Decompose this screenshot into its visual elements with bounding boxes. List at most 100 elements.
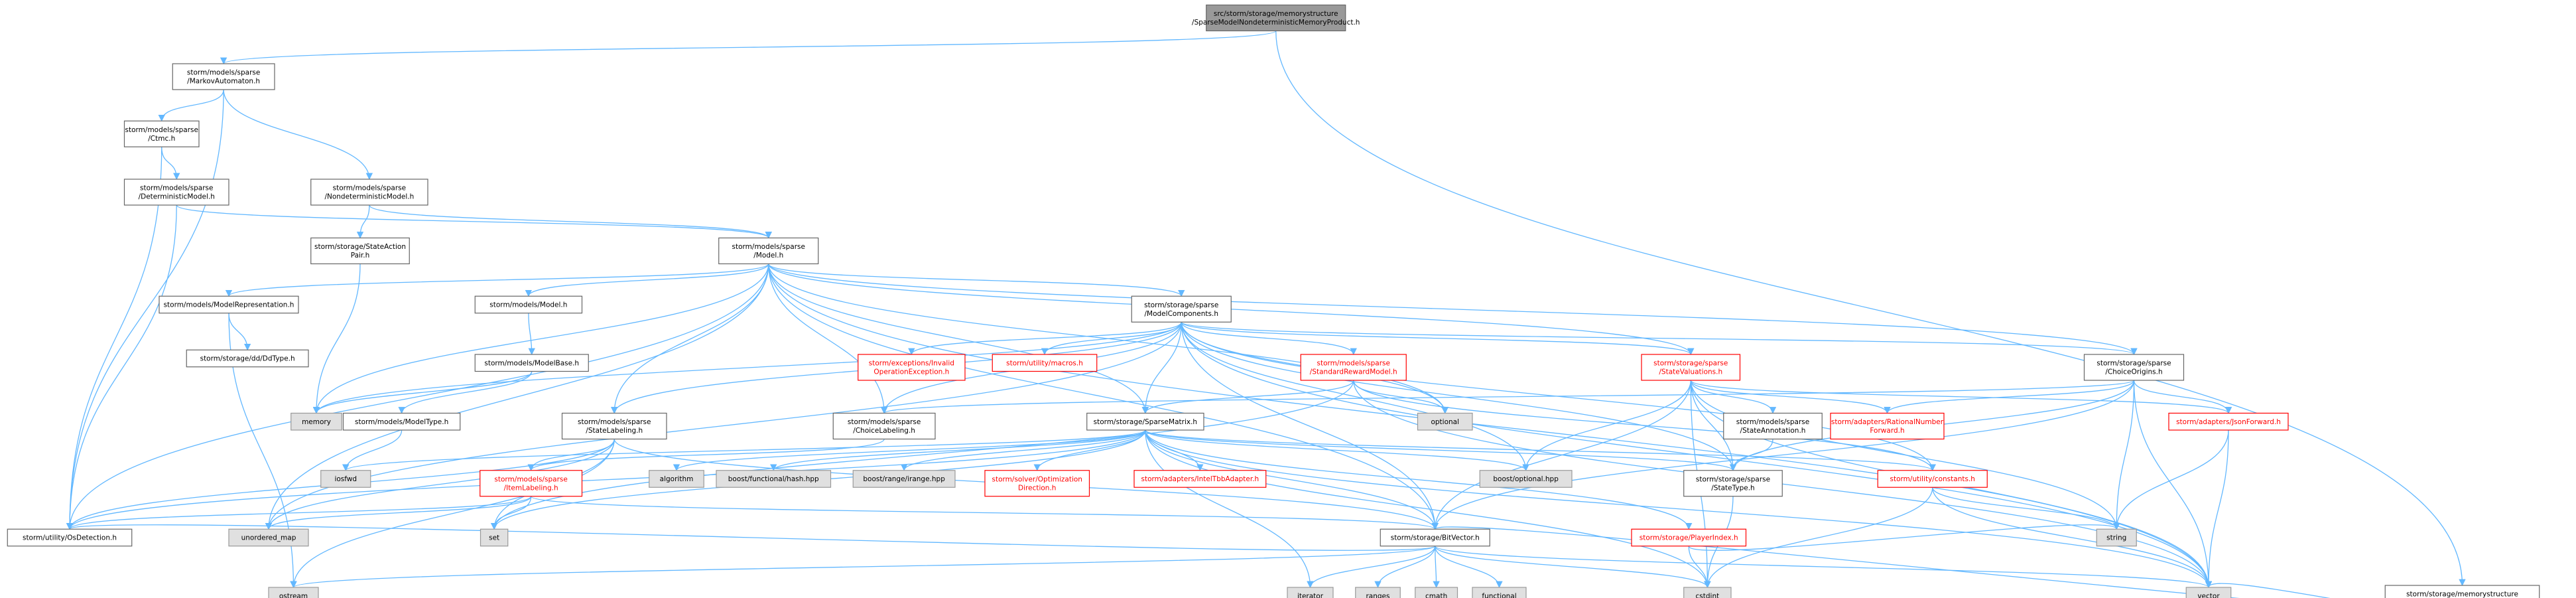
node-label-modelsmodel: storm/models/Model.h: [489, 301, 567, 309]
node-choiceorig[interactable]: storm/storage/sparse/ChoiceOrigins.h: [2083, 354, 2185, 381]
edge-choiceorig-to-jsonfwd: [2133, 380, 2232, 414]
node-label-stateaction: Pair.h: [351, 252, 370, 260]
node-box-modelrep: [159, 295, 299, 314]
node-statelab[interactable]: storm/models/sparse/StateLabeling.h: [561, 412, 667, 440]
edge-markov-to-osdetect: [66, 89, 224, 530]
edge-sparsematrix-to-algorithm: [673, 429, 1146, 471]
node-jsonfwd[interactable]: storm/adapters/JsonForward.h: [2168, 412, 2289, 431]
edge-constants-to-string: [1932, 487, 2120, 530]
node-box-boostrange: [852, 470, 956, 488]
node-osdetect[interactable]: storm/utility/OsDetection.h: [7, 528, 133, 547]
node-inteltbb[interactable]: storm/adapters/IntelTbbAdapter.h: [1133, 470, 1267, 488]
node-invalidop[interactable]: storm/exceptions/InvalidOperationExcepti…: [858, 354, 966, 381]
node-statetype[interactable]: storm/storage/sparse/StateType.h: [1683, 470, 1783, 497]
node-string: string: [2096, 528, 2137, 547]
node-label-ctmc: /Ctmc.h: [148, 135, 175, 143]
edge-markov-to-ctmc: [158, 89, 224, 122]
edge-statelab-to-unordmap: [265, 439, 615, 530]
node-stateann[interactable]: storm/models/sparse/StateAnnotation.h: [1723, 412, 1823, 440]
node-stdreward[interactable]: storm/models/sparse/StandardRewardModel.…: [1300, 354, 1407, 381]
node-label-unordmap: unordered_map: [241, 534, 296, 542]
edge-root-to-ndmem: [1275, 31, 2466, 587]
node-label-statelab: storm/models/sparse: [578, 418, 651, 426]
node-unordmap: unordered_map: [228, 528, 309, 547]
node-label-cmath: cmath: [1425, 592, 1447, 598]
node-set: set: [480, 528, 509, 547]
node-ddtype[interactable]: storm/storage/dd/DdType.h: [186, 349, 309, 368]
node-box-boosthash: [716, 470, 832, 488]
edge-itemlab-to-bitvector: [530, 496, 1439, 530]
node-box-stateann: [1723, 412, 1823, 440]
edge-stdreward-to-optional: [1353, 380, 1449, 414]
node-ndmem[interactable]: storm/storage/memorystructure/Nondetermi…: [2384, 585, 2540, 598]
node-modelbase[interactable]: storm/models/ModelBase.h: [474, 354, 589, 372]
edge-stateaction-to-memory: [312, 263, 361, 414]
edge-modelcomp-to-bitvector: [1181, 322, 1439, 530]
node-modelsmodel[interactable]: storm/models/Model.h: [474, 295, 583, 314]
node-label-iterator: iterator: [1297, 592, 1324, 598]
node-bitvector[interactable]: storm/storage/BitVector.h: [1380, 528, 1490, 547]
node-detmodel[interactable]: storm/models/sparse/DeterministicModel.h: [123, 179, 229, 206]
edge-playerindex-to-cstdint: [1688, 546, 1711, 589]
node-box-optional: [1417, 412, 1473, 431]
node-box-inteltbb: [1133, 470, 1267, 488]
node-playerindex[interactable]: storm/storage/PlayerIndex.h: [1631, 528, 1747, 547]
node-box-ddtype: [186, 349, 309, 368]
node-label-statetype: /StateType.h: [1711, 484, 1754, 492]
node-label-model: /Model.h: [753, 252, 783, 260]
edge-model-to-choiceorig: [768, 263, 2138, 356]
node-label-macros: storm/utility/macros.h: [1006, 359, 1083, 367]
node-label-stdreward: /StandardRewardModel.h: [1310, 368, 1397, 376]
node-ndmodel[interactable]: storm/models/sparse/NondeterministicMode…: [310, 179, 428, 206]
node-modelcomp[interactable]: storm/storage/sparse/ModelComponents.h: [1131, 295, 1232, 323]
node-ranges: ranges: [1355, 587, 1401, 598]
node-macros[interactable]: storm/utility/macros.h: [992, 354, 1098, 372]
node-box-playerindex: [1631, 528, 1747, 547]
edge-statevals-to-rationalnum: [1690, 380, 1891, 414]
edge-modelcomp-to-invalidop: [908, 321, 1182, 356]
node-ctmc[interactable]: storm/models/sparse/Ctmc.h: [123, 120, 200, 147]
node-statevals[interactable]: storm/storage/sparse/StateValuations.h: [1641, 354, 1741, 381]
edge-ctmc-to-detmodel: [161, 147, 180, 181]
node-label-statevals: storm/storage/sparse: [1653, 360, 1728, 368]
node-model[interactable]: storm/models/sparse/Model.h: [718, 237, 819, 265]
node-functional: functional: [1472, 587, 1527, 598]
edge-ndmem-to-bitvector: [1432, 522, 2240, 598]
edge-ndmodel-to-model: [369, 204, 772, 239]
node-label-statetype: storm/storage/sparse: [1696, 475, 1770, 483]
node-box-sparsematrix: [1086, 412, 1204, 431]
node-modeltype[interactable]: storm/models/ModelType.h: [342, 412, 461, 431]
node-constants[interactable]: storm/utility/constants.h: [1877, 470, 1988, 488]
node-label-osdetect: storm/utility/OsDetection.h: [23, 534, 117, 542]
node-markov[interactable]: storm/models/sparse/MarkovAutomaton.h: [172, 63, 275, 90]
node-root[interactable]: src/storm/storage/memorystructure/Sparse…: [1192, 4, 1360, 32]
edge-modelcomp-to-choiceorig: [1181, 321, 2138, 356]
edge-modelbase-to-modeltype: [398, 371, 533, 414]
edge-jsonfwd-to-string: [2113, 429, 2229, 530]
node-box-ctmc: [123, 120, 200, 147]
node-box-rationalnum: [1830, 412, 1945, 440]
node-itemlab[interactable]: storm/models/sparse/ItemLabeling.h: [480, 470, 583, 497]
node-box-cmath: [1415, 587, 1458, 598]
node-label-root: src/storm/storage/memorystructure: [1214, 10, 1338, 18]
node-iosfwd: iosfwd: [320, 470, 371, 488]
node-choicelab[interactable]: storm/models/sparse/ChoiceLabeling.h: [832, 412, 936, 440]
node-label-choiceorig: /ChoiceOrigins.h: [2105, 368, 2162, 376]
node-label-root: /SparseModelNondeterministicMemoryProduc…: [1192, 19, 1360, 27]
node-box-invalidop: [858, 354, 966, 381]
edge-modelcomp-to-statevals: [1181, 321, 1695, 356]
node-label-itemlab: storm/models/sparse: [494, 475, 567, 483]
edge-itemlab-to-set: [490, 496, 532, 530]
node-label-jsonfwd: storm/adapters/JsonForward.h: [2176, 418, 2281, 426]
edge-jsonfwd-to-vector: [2205, 429, 2229, 589]
node-label-boosthash: boost/functional/hash.hpp: [728, 475, 819, 483]
node-modelrep[interactable]: storm/models/ModelRepresentation.h: [159, 295, 299, 314]
edge-sparsematrix-to-osdetect: [66, 429, 1146, 530]
node-ostream: ostream: [268, 587, 319, 598]
edge-choicelab-to-itemlab: [527, 439, 885, 471]
node-label-markov: storm/models/sparse: [187, 69, 260, 77]
node-sparsematrix[interactable]: storm/storage/SparseMatrix.h: [1086, 412, 1204, 431]
